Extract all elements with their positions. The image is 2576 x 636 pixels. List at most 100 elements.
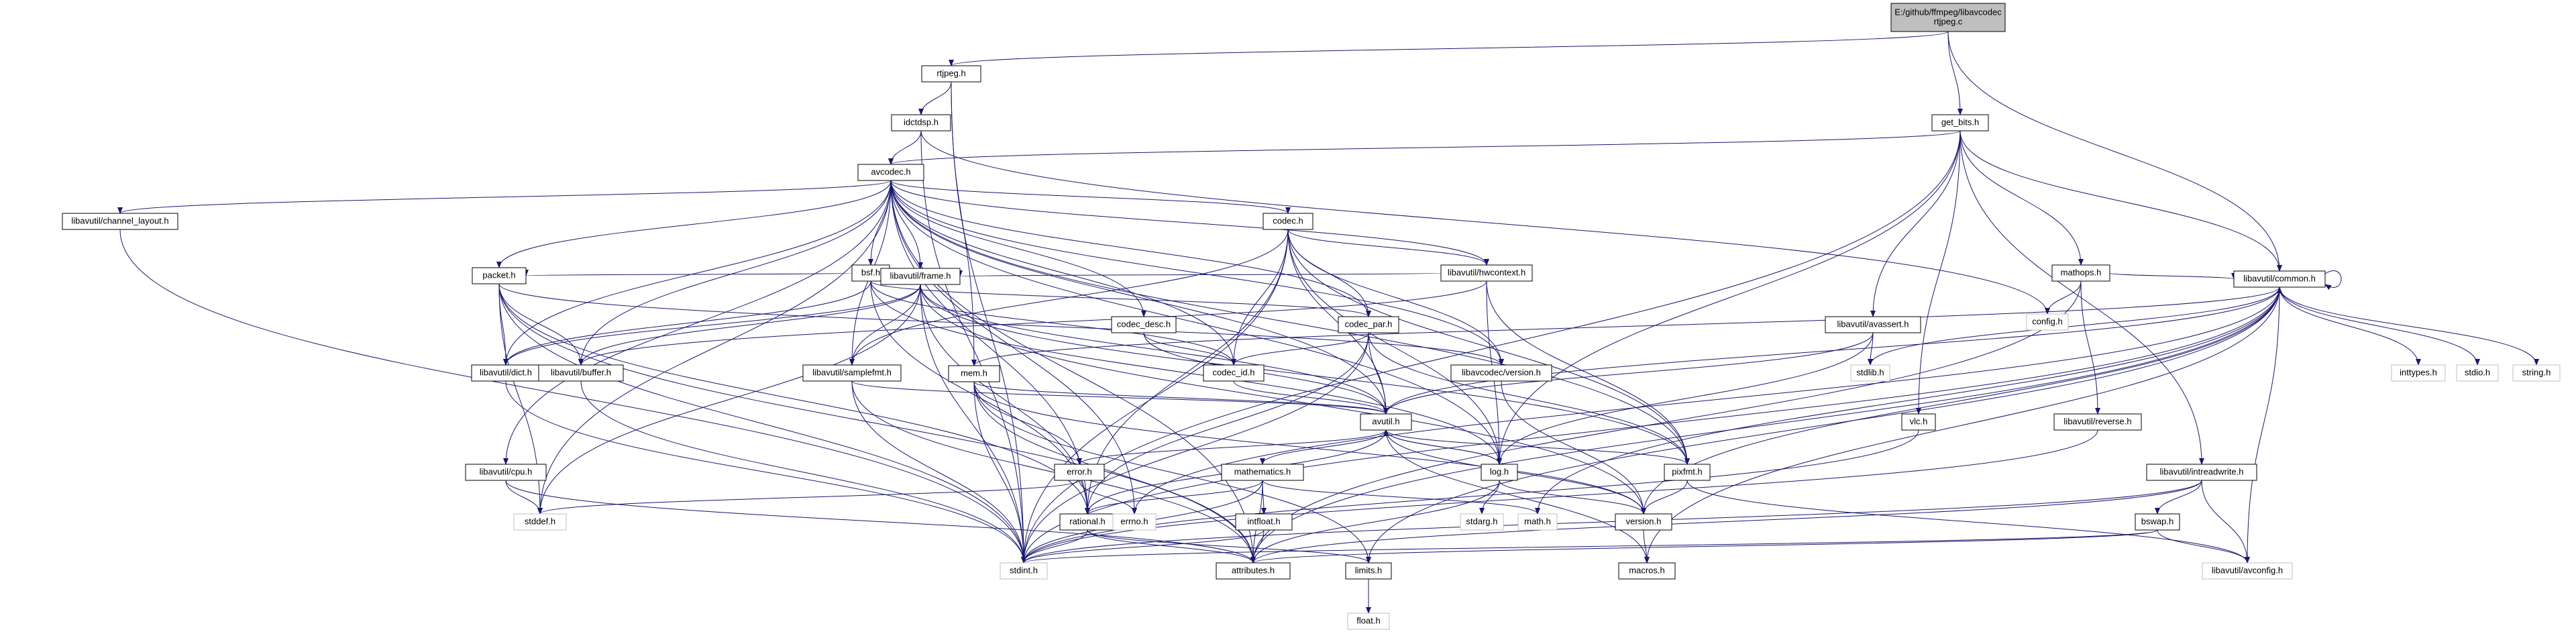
node-macros-h[interactable]: macros.h (1618, 562, 1676, 580)
edge-avcodec_h-to-log_h (890, 180, 1502, 465)
node-frame-h[interactable]: libavutil/frame.h (880, 268, 961, 285)
node-get-bits-h[interactable]: get_bits.h (1931, 114, 1989, 131)
node-label: codec_par.h (1345, 319, 1393, 329)
node-label: string.h (2522, 367, 2551, 377)
edge-avcodec_h-to-stddef_h (537, 180, 892, 515)
edge-intreadwrite_h-to-attributes_h (1250, 480, 2202, 564)
node-samplefmt-h[interactable]: libavutil/samplefmt.h (802, 364, 902, 382)
node-mathematics-h[interactable]: mathematics.h (1221, 464, 1304, 481)
edge-hwcontext_h-to-pixfmt_h (1486, 280, 1690, 465)
edge-avcodec_h-to-hwcontext_h (890, 180, 1489, 266)
node-codec-id-h[interactable]: codec_id.h (1203, 364, 1265, 382)
node-cpu-h[interactable]: libavutil/cpu.h (465, 464, 547, 481)
node-label: limits.h (1355, 565, 1382, 575)
node-label: vlc.h (1910, 416, 1928, 426)
node-label: codec_desc.h (1117, 319, 1171, 329)
node-common-h[interactable]: libavutil/common.h (2233, 270, 2326, 288)
edge-mathops_h-to-config_h (2045, 280, 2082, 315)
edge-mem_h-to-limits_h (973, 381, 1371, 564)
edge-intreadwrite_h-to-avconfig_h (2201, 480, 2250, 564)
edge-samplefmt_h-to-attributes_h (851, 380, 1256, 564)
node-box (1216, 562, 1291, 580)
node-label: mathops.h (2061, 267, 2102, 277)
node-idctdsp-h[interactable]: idctdsp.h (891, 114, 951, 131)
node-stdio-h: stdio.h (2456, 364, 2499, 382)
node-limits-h[interactable]: limits.h (1345, 562, 1392, 580)
node-box (802, 364, 902, 382)
node-label: libavutil/samplefmt.h (812, 367, 892, 377)
node-avutil-h[interactable]: avutil.h (1360, 413, 1412, 431)
node-dict-h[interactable]: libavutil/dict.h (471, 364, 541, 382)
node-label: E:/github/ffmpeg/libavcodec (1894, 7, 2002, 17)
node-box (538, 364, 624, 382)
node-mathops-h[interactable]: mathops.h (2051, 264, 2110, 282)
node-box (1850, 364, 1890, 382)
node-attributes-h[interactable]: attributes.h (1216, 562, 1291, 580)
node-label: mem.h (961, 368, 987, 378)
edge-frame_h-to-buffer_h (578, 284, 921, 366)
node-packet-h[interactable]: packet.h (472, 267, 527, 284)
edge-avcodec_h-to-codec_id_h (890, 180, 1236, 366)
node-buffer-h[interactable]: libavutil/buffer.h (538, 364, 624, 382)
node-label: attributes.h (1232, 565, 1275, 575)
node-rational-h[interactable]: rational.h (1059, 513, 1116, 531)
edge-get_bits_h-to-vlc_h (1916, 130, 1961, 415)
node-errno-h: errno.h (1112, 513, 1157, 531)
edge-frame_h-to-version_h (920, 284, 1646, 515)
node-avassert-h[interactable]: libavutil/avassert.h (1825, 316, 1921, 333)
edge-common_h-to-avconfig_h (2245, 286, 2280, 564)
node-codec-par-h[interactable]: codec_par.h (1338, 316, 1399, 333)
node-box (1000, 562, 1048, 580)
node-hwcontext-h[interactable]: libavutil/hwcontext.h (1440, 264, 1533, 282)
node-box (1112, 513, 1157, 531)
edge-bsf_h-to-codec_par_h (870, 280, 1371, 317)
node-box (2051, 264, 2110, 282)
node-bswap-h[interactable]: bswap.h (2135, 513, 2180, 531)
node-box (891, 114, 951, 131)
node-stdint-h: stdint.h (1000, 562, 1048, 580)
node-codec-h[interactable]: codec.h (1263, 213, 1313, 230)
edge-frame_h-to-samplefmt_h (849, 284, 921, 366)
node-box (465, 464, 547, 481)
node-codec-desc-h[interactable]: codec_desc.h (1111, 316, 1177, 333)
node-error-h[interactable]: error.h (1054, 464, 1105, 481)
node-intfloat-h[interactable]: intfloat.h (1235, 513, 1293, 531)
node-box (1338, 316, 1399, 333)
node-mem-h[interactable]: mem.h (948, 365, 1000, 382)
edge-rtjpeg_c-to-get_bits_h (1947, 31, 1963, 115)
node-config-h: config.h (2026, 313, 2069, 331)
node-vlc-h[interactable]: vlc.h (1901, 413, 1936, 431)
edge-mathops_h-to-reverse_h (2080, 280, 2100, 415)
node-label: error.h (1067, 466, 1092, 476)
edge-avcodec_h-to-frame_h (890, 180, 923, 269)
node-box (1890, 3, 2006, 32)
edge-avutil_h-to-macros_h (1385, 429, 1650, 564)
node-version-h[interactable]: version.h (1615, 513, 1672, 531)
edge-rtjpeg_h-to-mem_h (951, 81, 977, 366)
edge-common_h-to-macros_h (1644, 286, 2280, 564)
edge-get_bits_h-to-intreadwrite_h (1960, 130, 2204, 465)
node-log-h[interactable]: log.h (1481, 464, 1518, 481)
edge-bswap_h-to-avconfig_h (2157, 529, 2250, 564)
node-label: rtjpeg.c (1934, 16, 1963, 26)
edge-common_h-to-common_h (2324, 270, 2342, 290)
node-reverse-h[interactable]: libavutil/reverse.h (2053, 413, 2142, 431)
node-inttypes-h: inttypes.h (2391, 364, 2446, 382)
node-intreadwrite-h[interactable]: libavutil/intreadwrite.h (2146, 464, 2257, 481)
node-chlayout-h[interactable]: libavutil/channel_layout.h (62, 213, 178, 230)
node-box (1263, 213, 1313, 230)
node-label: version.h (1626, 516, 1662, 526)
edge-mem_h-to-avutil_h (973, 381, 1389, 415)
node-box (857, 164, 924, 181)
node-rtjpeg-h[interactable]: rtjpeg.h (921, 65, 981, 83)
edge-avcodec_h-to-lavc_version_h (890, 180, 1504, 366)
edge-codec_h-to-pixfmt_h (1287, 229, 1690, 465)
edge-packet_h-to-buffer_h (498, 283, 584, 366)
node-label: mathematics.h (1234, 466, 1291, 476)
node-pixfmt-h[interactable]: pixfmt.h (1664, 464, 1711, 481)
node-avcodec-h[interactable]: avcodec.h (857, 164, 924, 181)
edge-intreadwrite_h-to-stdint_h (1021, 480, 2202, 564)
node-lavc-version-h[interactable]: libavcodec/version.h (1450, 364, 1552, 382)
node-label: libavutil/frame.h (890, 270, 951, 280)
